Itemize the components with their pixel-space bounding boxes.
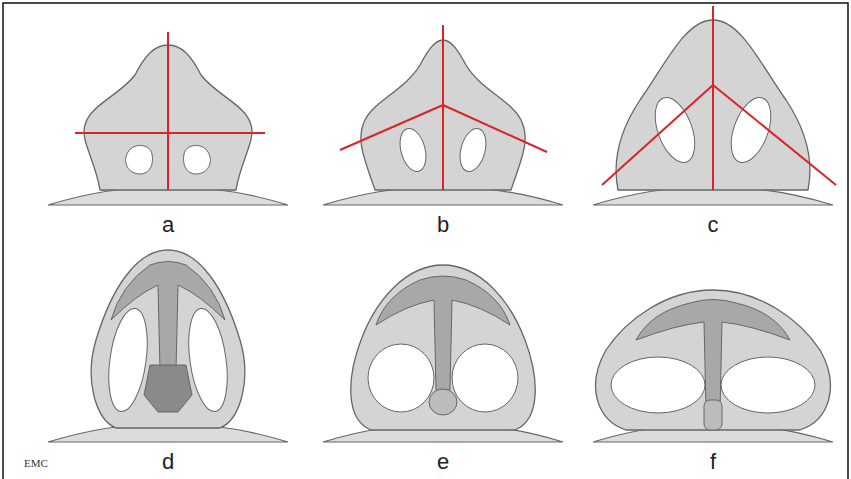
- nose-base-e: [351, 265, 535, 430]
- panel-letter: e: [437, 451, 449, 473]
- nose-base-c: [602, 6, 836, 190]
- nose-base-a: [75, 32, 265, 190]
- nose-base-d: [91, 250, 245, 428]
- lip-ground: [48, 187, 833, 443]
- watermark: EMC: [24, 458, 48, 469]
- panel-letter: b: [437, 214, 449, 236]
- panel-letter: d: [162, 451, 174, 473]
- nose-base-b: [340, 25, 547, 190]
- panel-letter: f: [710, 451, 716, 473]
- panel-letter: a: [162, 214, 174, 236]
- nose-base-f: [596, 290, 831, 430]
- panel-letter: c: [708, 214, 719, 236]
- frame: [3, 3, 848, 479]
